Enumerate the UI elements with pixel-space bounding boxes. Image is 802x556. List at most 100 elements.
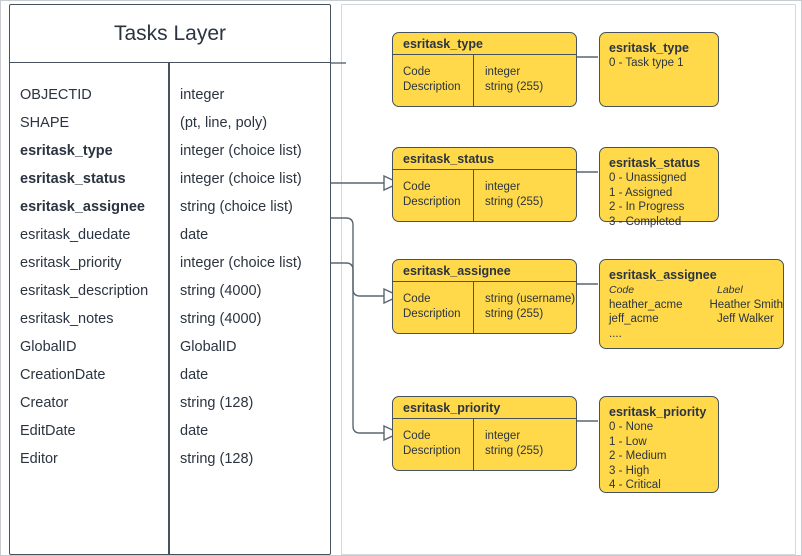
assignee-row: heather_acme Heather Smith bbox=[609, 298, 783, 313]
schema-left-line: Code bbox=[403, 293, 431, 305]
assignee-code: heather_acme bbox=[609, 298, 683, 311]
value-box-esritask-status[interactable]: esritask_status 0 - Unassigned 1 - Assig… bbox=[599, 147, 719, 228]
value-box-line: 1 - Assigned bbox=[609, 186, 673, 199]
value-box-line: 0 - Unassigned bbox=[609, 172, 687, 184]
field-type: string (choice list) bbox=[180, 199, 293, 215]
page-title: Tasks Layer bbox=[10, 5, 330, 63]
schema-box-esritask-assignee[interactable]: esritask_assignee Code Description strin… bbox=[392, 259, 577, 334]
schema-right-line: integer bbox=[485, 430, 521, 442]
value-box-line: 4 - Critical bbox=[609, 479, 661, 491]
schema-right-line: string (255) bbox=[485, 196, 544, 208]
schema-right-column: integer string (255) bbox=[473, 419, 576, 470]
schema-right-column: string (username) string (255) bbox=[473, 282, 576, 333]
field-name: esritask_assignee bbox=[20, 199, 145, 215]
schema-right-line: string (255) bbox=[485, 308, 544, 320]
schema-column-divider bbox=[473, 170, 475, 221]
schema-box-body: Code Description string (username) strin… bbox=[393, 282, 576, 333]
value-box-esritask-priority[interactable]: esritask_priority 0 - None 1 - Low 2 - M… bbox=[599, 396, 719, 493]
assignee-label-header: Label bbox=[717, 284, 743, 296]
schema-box-esritask-priority[interactable]: esritask_priority Code Description integ… bbox=[392, 396, 577, 471]
field-type: string (128) bbox=[180, 395, 254, 411]
schema-right-line: integer bbox=[485, 181, 521, 193]
schema-right-column: integer string (255) bbox=[473, 55, 576, 106]
field-type: (pt, line, poly) bbox=[180, 115, 268, 131]
value-box-title: esritask_priority bbox=[609, 405, 707, 419]
field-name: EditDate bbox=[20, 423, 76, 439]
field-type: integer (choice list) bbox=[180, 255, 302, 271]
value-box-esritask-assignee[interactable]: esritask_assignee Code Label heather_acm… bbox=[599, 259, 784, 349]
field-type: string (4000) bbox=[180, 283, 262, 299]
field-type: GlobalID bbox=[180, 339, 237, 355]
value-box-line: 0 - None bbox=[609, 421, 654, 433]
schema-right-line: string (255) bbox=[485, 81, 544, 93]
schema-left-line: Description bbox=[403, 81, 461, 93]
schema-left-line: Code bbox=[403, 66, 431, 78]
schema-left-line: Description bbox=[403, 308, 461, 320]
field-name: esritask_status bbox=[20, 171, 126, 187]
schema-right-line: integer bbox=[485, 66, 521, 78]
schema-column-divider bbox=[473, 55, 475, 106]
value-box-title: esritask_assignee bbox=[609, 268, 717, 282]
value-box-line: 1 - Low bbox=[609, 435, 647, 448]
schema-left-line: Code bbox=[403, 181, 431, 193]
value-box-line: 2 - In Progress bbox=[609, 201, 685, 213]
schema-box-title: esritask_status bbox=[393, 148, 576, 170]
column-divider bbox=[168, 63, 170, 554]
field-type: string (4000) bbox=[180, 311, 262, 327]
schema-left-column: Code Description bbox=[393, 170, 473, 221]
field-name: esritask_priority bbox=[20, 255, 122, 271]
value-box-line: 3 - High bbox=[609, 464, 650, 477]
assignee-code: jeff_acme bbox=[609, 313, 659, 325]
assignee-label: Heather Smith bbox=[709, 298, 783, 311]
schema-left-line: Code bbox=[403, 430, 431, 442]
schema-right-line: string (username) bbox=[485, 293, 576, 305]
schema-box-body: Code Description integer string (255) bbox=[393, 55, 576, 106]
tasks-layer-table: Tasks Layer OBJECTID SHAPE esritask_type… bbox=[9, 4, 331, 555]
field-type: integer bbox=[180, 87, 225, 103]
field-type: date bbox=[180, 227, 209, 243]
field-name: SHAPE bbox=[20, 115, 70, 131]
schema-right-column: integer string (255) bbox=[473, 170, 576, 221]
value-box-title: esritask_status bbox=[609, 156, 701, 170]
schema-column-divider bbox=[473, 419, 475, 470]
field-name: esritask_notes bbox=[20, 311, 114, 327]
field-type: date bbox=[180, 423, 209, 439]
schema-box-title: esritask_type bbox=[393, 33, 576, 55]
schema-box-body: Code Description integer string (255) bbox=[393, 419, 576, 470]
schema-right-line: string (255) bbox=[485, 445, 544, 457]
field-name-column: OBJECTID SHAPE esritask_type esritask_st… bbox=[10, 63, 168, 554]
field-name: esritask_duedate bbox=[20, 227, 131, 243]
schema-box-body: Code Description integer string (255) bbox=[393, 170, 576, 221]
schema-left-column: Code Description bbox=[393, 282, 473, 333]
assignee-ellipsis: .... bbox=[609, 327, 622, 340]
assignee-row: jeff_acme Jeff Walker bbox=[609, 312, 783, 327]
schema-left-line: Description bbox=[403, 445, 461, 457]
value-box-line: 2 - Medium bbox=[609, 450, 667, 462]
schema-column-divider bbox=[473, 282, 475, 333]
field-type: string (128) bbox=[180, 451, 254, 467]
field-type: date bbox=[180, 367, 209, 383]
field-name: esritask_description bbox=[20, 283, 149, 299]
tasks-layer-body: OBJECTID SHAPE esritask_type esritask_st… bbox=[10, 63, 330, 554]
field-name: OBJECTID bbox=[20, 87, 92, 103]
schema-left-column: Code Description bbox=[393, 419, 473, 470]
field-type: integer (choice list) bbox=[180, 143, 302, 159]
schema-box-title: esritask_assignee bbox=[393, 260, 576, 282]
field-name: Creator bbox=[20, 395, 69, 411]
field-type-column: integer (pt, line, poly) integer (choice… bbox=[168, 63, 330, 554]
value-box-line: 3 - Completed bbox=[609, 215, 682, 228]
assignee-header-row: Code Label bbox=[609, 283, 783, 298]
field-type: integer (choice list) bbox=[180, 171, 302, 187]
value-box-title: esritask_type bbox=[609, 41, 689, 55]
field-name: Editor bbox=[20, 451, 58, 467]
schema-left-line: Description bbox=[403, 196, 461, 208]
schema-box-esritask-status[interactable]: esritask_status Code Description integer… bbox=[392, 147, 577, 222]
schema-left-column: Code Description bbox=[393, 55, 473, 106]
value-box-line: 0 - Task type 1 bbox=[609, 57, 684, 69]
field-name: GlobalID bbox=[20, 339, 77, 355]
field-name: CreationDate bbox=[20, 367, 106, 383]
field-name: esritask_type bbox=[20, 143, 113, 159]
schema-box-esritask-type[interactable]: esritask_type Code Description integer s… bbox=[392, 32, 577, 107]
value-box-esritask-type[interactable]: esritask_type 0 - Task type 1 bbox=[599, 32, 719, 107]
